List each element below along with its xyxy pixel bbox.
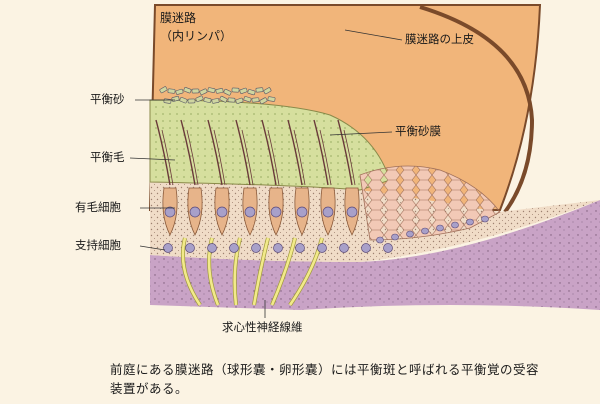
supporting-nucleus — [163, 243, 173, 253]
supporting-nucleus — [383, 243, 393, 253]
label-membranous-epithelium: 膜迷路の上皮 — [405, 32, 474, 46]
hair-strand — [319, 129, 332, 186]
otoconium — [163, 98, 172, 104]
epithelial-nucleus — [466, 218, 474, 226]
otoconium — [187, 98, 196, 104]
hair-bundle — [180, 119, 196, 186]
supporting-nucleus — [317, 243, 327, 253]
hair-strand — [241, 129, 254, 186]
otoconium — [219, 95, 228, 103]
hair-bundle — [287, 119, 303, 186]
label-otoconia: 平衡砂 — [90, 92, 125, 106]
otoconium — [159, 86, 168, 94]
otoconium — [191, 88, 200, 94]
supporting-cell-nuclei — [163, 215, 489, 253]
epithelial-nucleus — [421, 227, 429, 235]
otoconium — [167, 88, 176, 94]
otoconia-crystals — [159, 86, 276, 105]
hair-cells — [162, 187, 360, 236]
epithelial-nucleus — [376, 236, 384, 244]
hair-cell-nucleus — [346, 206, 358, 218]
hair-cell-nucleus — [244, 206, 256, 218]
nerve-fiber — [233, 237, 242, 306]
label-endolymph-title: 膜迷路 — [160, 11, 197, 25]
otoconium — [227, 97, 236, 103]
hair-bundle — [337, 119, 353, 186]
otoconium — [255, 87, 264, 93]
hair-bundle — [207, 119, 223, 186]
hair-strand — [213, 129, 226, 186]
label-hair: 平衡毛 — [90, 150, 125, 164]
nerve-fiber — [270, 237, 297, 306]
otoconium — [247, 89, 256, 96]
otoconium — [203, 97, 212, 103]
otoconium — [239, 87, 248, 94]
otoconium — [251, 97, 260, 103]
otoconium — [195, 95, 204, 103]
hair-cell-nucleus — [296, 206, 308, 218]
supporting-nucleus — [273, 243, 283, 253]
epithelial-nucleus — [391, 233, 399, 241]
otoconium — [267, 96, 276, 102]
otoconium — [223, 88, 232, 96]
otoconium — [263, 87, 272, 95]
hair-strand — [267, 129, 280, 186]
hair-bundle — [261, 119, 277, 186]
supporting-nucleus — [361, 243, 371, 253]
label-afferent-fibers: 求心性神経線維 — [222, 320, 303, 334]
hair-bundle — [155, 119, 171, 186]
otoconium — [179, 97, 188, 104]
supporting-nucleus — [295, 243, 305, 253]
nerve-fiber — [181, 237, 202, 306]
supporting-nucleus — [207, 243, 217, 253]
hair-cell-nucleus — [189, 206, 201, 218]
nerve-fiber — [252, 237, 270, 306]
supporting-nucleus — [339, 243, 349, 253]
hair-cell-nucleus — [322, 206, 334, 218]
label-endolymph-sub: （内リンパ） — [160, 29, 233, 43]
supporting-nucleus — [185, 243, 195, 253]
otoconium — [199, 88, 208, 96]
label-hair-cell: 有毛細胞 — [75, 200, 121, 214]
hair-bundle — [235, 119, 251, 186]
supporting-nucleus — [229, 243, 239, 253]
otoconium — [207, 87, 216, 93]
membranous-labyrinth-wall — [419, 5, 535, 214]
otoconium — [231, 87, 240, 93]
hair-cell-nucleus — [270, 206, 282, 218]
otoconium — [175, 88, 184, 95]
cuboidal-cells — [359, 165, 501, 241]
label-otolithic-membrane: 平衡砂膜 — [395, 124, 441, 138]
hair-cell-nucleus — [216, 206, 228, 218]
hair-cell-nucleus — [164, 206, 176, 218]
hair-bundle — [313, 119, 329, 186]
hair-strand — [161, 129, 174, 186]
leader-lines — [129, 29, 403, 318]
hair-strand — [186, 129, 199, 186]
otoconium — [235, 97, 244, 104]
label-supporting-cell: 支持細胞 — [75, 238, 121, 252]
otoconium — [183, 87, 192, 94]
epithelial-nucleus — [451, 221, 459, 229]
supporting-nucleus — [251, 243, 261, 253]
epithelial-nucleus — [481, 215, 489, 223]
otoconium — [215, 88, 224, 94]
epithelial-nucleus — [436, 224, 444, 232]
hair-strand — [293, 129, 306, 186]
otoconium — [259, 97, 268, 105]
otoconium — [243, 96, 252, 103]
stereocilia-bundles — [155, 119, 356, 186]
epithelial-nucleus — [406, 230, 414, 238]
figure-caption: 前庭にある膜迷路（球形嚢・卵形嚢）には平衡斑と呼ばれる平衡覚の受容装置がある。 — [110, 362, 540, 396]
otoconium — [211, 98, 220, 104]
